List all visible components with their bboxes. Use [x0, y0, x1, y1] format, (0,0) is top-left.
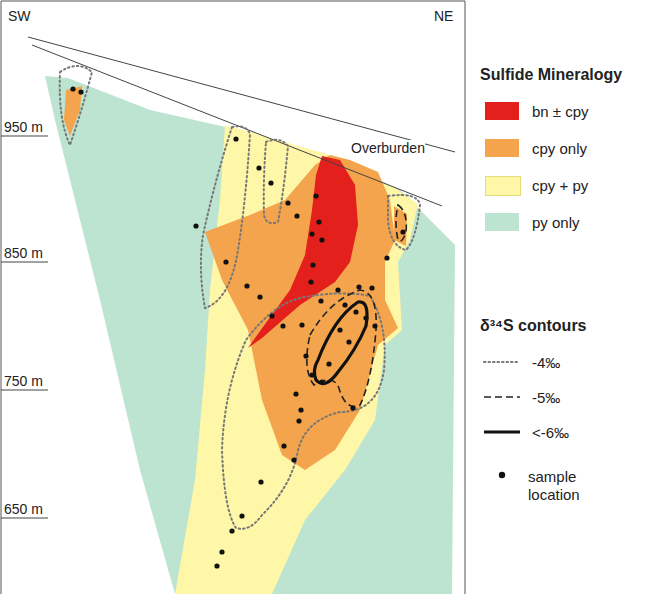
- legend-entry: sample location: [480, 466, 640, 502]
- direction-label: NE: [434, 8, 453, 24]
- cpy-zone: [205, 155, 398, 470]
- legend-text: <-6‰: [532, 424, 569, 442]
- elevation-label: 650 m: [4, 501, 43, 517]
- legend-entry: cpy + py: [480, 176, 640, 212]
- legend-entry: bn ± cpy: [480, 102, 640, 138]
- py-zone: [45, 76, 455, 594]
- legend-sample: [480, 465, 524, 485]
- legend-swatch: [485, 213, 519, 231]
- contour-sample: [484, 430, 520, 433]
- legend-text: py only: [532, 214, 580, 232]
- legend-text: -4‰: [532, 354, 560, 372]
- elevation-label: 750 m: [4, 373, 43, 389]
- legend-text: cpy + py: [532, 177, 588, 195]
- contour-4: [60, 66, 92, 145]
- sample-dot: [499, 472, 505, 478]
- contour-4: [388, 195, 420, 250]
- legend-sample: [480, 387, 524, 407]
- legend-swatch: [485, 102, 519, 120]
- legend-sample: [480, 352, 524, 372]
- legend-sample: [480, 422, 524, 442]
- elevation-tick: [1, 136, 48, 137]
- legend-text: cpy only: [532, 140, 587, 158]
- contour-6: [314, 302, 367, 384]
- ground-surface: [28, 37, 455, 152]
- legend-text: bn ± cpy: [532, 103, 589, 121]
- unit-label: Overburden: [351, 140, 425, 156]
- legend-swatch: [485, 139, 519, 157]
- legend-text: sample location: [528, 468, 598, 504]
- frame: [1, 1, 465, 594]
- contour-4: [201, 126, 250, 308]
- elevation-tick: [1, 518, 48, 519]
- cpy-py-zone: [175, 125, 418, 594]
- contour-5: [396, 205, 406, 241]
- contour-sample: [484, 396, 520, 398]
- contour-sample: [484, 361, 520, 363]
- legend-text: -5‰: [532, 389, 560, 407]
- legend-heading: Sulfide Mineralogy: [480, 67, 622, 83]
- elevation-label: 950 m: [4, 119, 43, 135]
- direction-label: SW: [8, 8, 31, 24]
- elevation-tick: [1, 390, 48, 391]
- legend-entry: -4‰: [480, 353, 640, 389]
- legend-swatch: [485, 176, 521, 196]
- elevation-label: 850 m: [4, 245, 43, 261]
- elevation-tick: [1, 262, 48, 263]
- legend-entry: py only: [480, 213, 640, 249]
- legend-entry: <-6‰: [480, 423, 640, 459]
- legend-entry: cpy only: [480, 139, 640, 175]
- contour-4: [264, 140, 288, 223]
- legend-entry: -5‰: [480, 388, 640, 424]
- contour-4: [222, 293, 385, 528]
- cpy-zone: [394, 206, 407, 246]
- legend-heading: δ³⁴S contours: [480, 318, 587, 334]
- contour-5: [307, 290, 376, 406]
- sample-dots: [70, 86, 405, 568]
